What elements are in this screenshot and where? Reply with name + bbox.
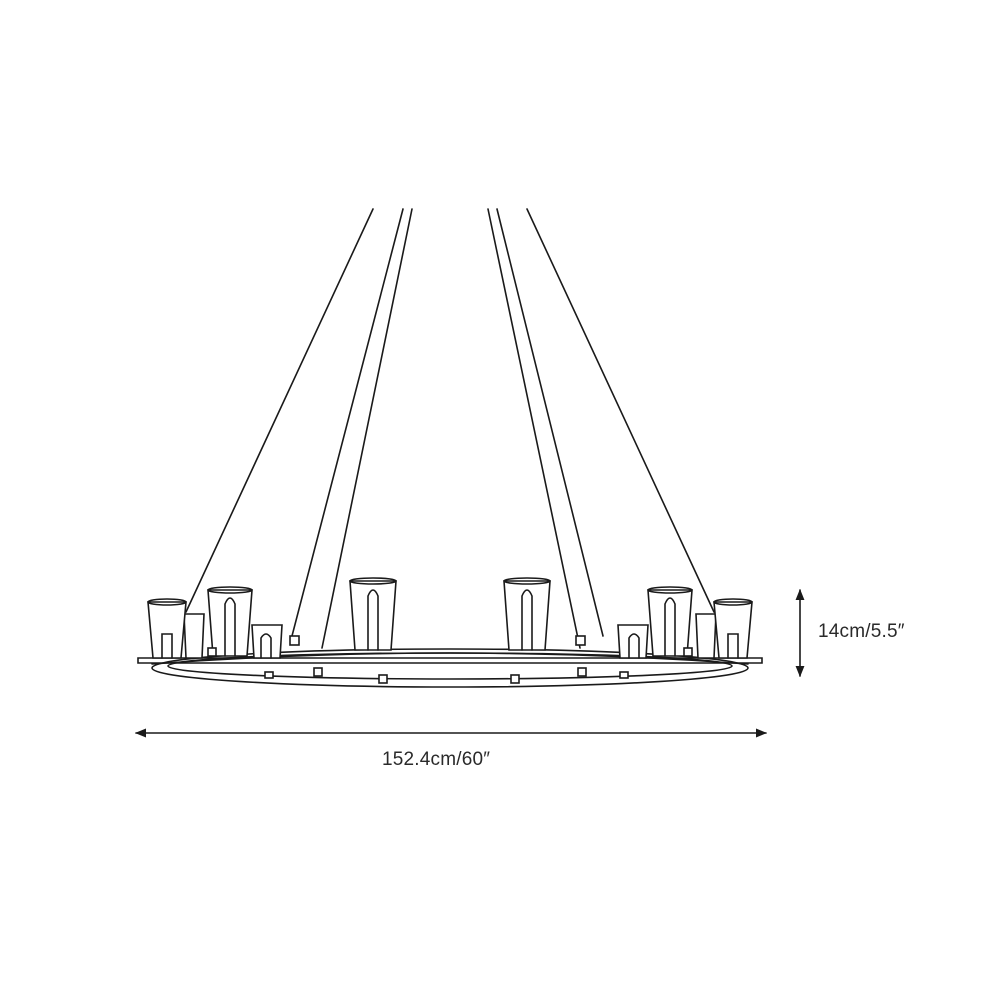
- suspension-rods: [185, 208, 715, 649]
- rod-mid-left: [291, 208, 404, 637]
- candle-shade-right: [647, 586, 693, 657]
- chandelier-ring: [137, 648, 763, 688]
- rod-outer-right: [526, 208, 715, 613]
- rod-mid-right: [496, 208, 604, 637]
- candle-shade-center-right: [503, 577, 551, 651]
- rod-inner-right: [487, 208, 581, 649]
- candle-shade-back-left-2: [251, 624, 283, 659]
- rod-inner-left: [321, 208, 413, 649]
- height-dimension-label: 14cm/5.5″: [818, 621, 905, 642]
- candle-shade-far-left: [147, 598, 187, 659]
- candle-shade-back-left-1: [183, 613, 205, 659]
- rod-connectors: [207, 635, 693, 684]
- candle-shade-center-left: [349, 577, 397, 651]
- candle-shade-back-right-1: [695, 613, 717, 659]
- candle-shade-far-right: [713, 598, 753, 659]
- rod-outer-left: [185, 208, 374, 613]
- candle-shade-back-right-2: [617, 624, 649, 659]
- width-dimension-label: 152.4cm/60″: [382, 749, 491, 770]
- candle-shade-left: [207, 586, 253, 657]
